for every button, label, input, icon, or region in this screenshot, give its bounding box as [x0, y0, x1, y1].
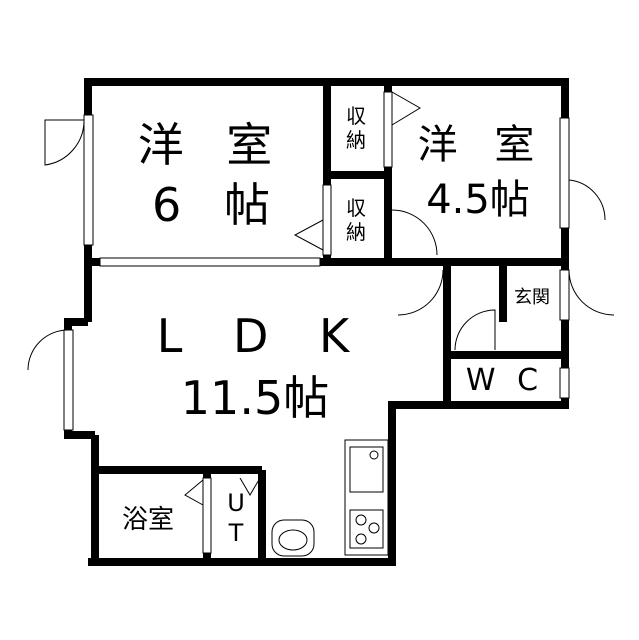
door-swing-45 [391, 209, 438, 256]
room-name-western-6: 洋 室 [137, 118, 287, 172]
entrance-door-opening [559, 269, 570, 321]
sliding-door-6 [99, 257, 321, 267]
washbasin [271, 519, 315, 557]
door-swing-entrance [568, 269, 615, 316]
door-swings [27, 91, 615, 557]
room-name-storage-1: 収納 [346, 104, 366, 152]
room-name-ldk: L D K [156, 309, 368, 363]
openings [63, 91, 570, 554]
bath-door [202, 477, 212, 554]
kitchen-counter [344, 439, 389, 556]
outer-wall-south [88, 401, 445, 566]
storage-door-mark-2 [293, 219, 324, 251]
room-name-western-45: 洋 室 [417, 122, 547, 168]
room-name-entrance: 玄関 [514, 287, 550, 308]
door-swing-ldk [397, 269, 444, 316]
window-east-45 [559, 117, 570, 229]
storage-door-1 [383, 91, 393, 168]
door-swing-west [44, 119, 85, 166]
door-swing-wc [454, 309, 496, 351]
window-ldk-bay [63, 329, 74, 431]
kitchen-sink [349, 446, 384, 493]
room-size-western-45: 4.5帖 [426, 177, 530, 223]
room-name-storage-2: 収納 [346, 196, 366, 244]
room-name-utility: U T [227, 489, 245, 547]
room-size-ldk: 11.5帖 [180, 371, 330, 425]
storage-door-2 [322, 184, 332, 256]
window-wc [559, 367, 570, 399]
storage-door-mark-1 [391, 91, 421, 126]
stove [349, 509, 384, 549]
room-name-wc: W C [465, 363, 545, 398]
room-size-western-6: 6 帖 [152, 178, 284, 232]
window-west-6 [83, 114, 94, 246]
room-name-bath: 浴室 [121, 505, 175, 535]
